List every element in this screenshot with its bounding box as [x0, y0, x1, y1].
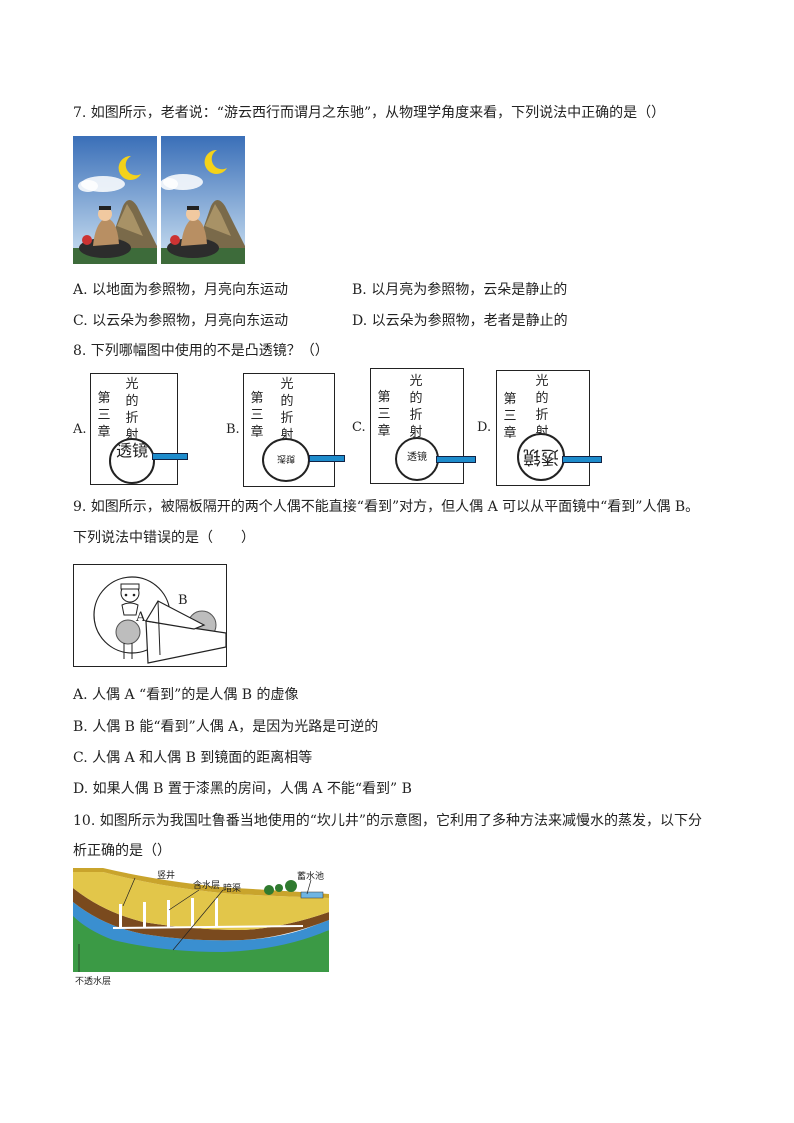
q10-stem-line2: 析正确的是（） — [73, 843, 171, 859]
q7-stem: 7. 如图所示，老者说：“游云西行而谓月之东驰”，从物理学角度来看，下列说法中正… — [73, 105, 666, 121]
q7-option-d: D. 以云朵为参照物，老者是静止的 — [352, 313, 568, 329]
q8-label-b: B. — [226, 422, 240, 437]
q8-book-c: 第三章 光的折射 透镜 — [370, 368, 464, 484]
q8-label-d: D. — [477, 420, 492, 435]
magnifier-handle-a — [152, 453, 188, 460]
q9-option-b: B. 人偶 B 能“看到”人偶 A，是因为光路是可逆的 — [73, 719, 379, 735]
magnifier-handle-c — [436, 456, 476, 463]
q10-figure: 竖井 含水层 暗渠 蓄水池 不透水层 — [73, 868, 329, 988]
q7-figure-right — [161, 136, 245, 264]
q7-option-b: B. 以月亮为参照物，云朵是静止的 — [352, 282, 568, 298]
q10-label-pond: 蓄水池 — [297, 872, 325, 882]
q8-book-b: 第三章 光的折射 透镜 — [243, 373, 335, 487]
magnifier-handle-b — [309, 455, 345, 462]
q9-option-c: C. 人偶 A 和人偶 B 到镜面的距离相等 — [73, 750, 313, 766]
magnifier-handle-d — [562, 456, 602, 463]
q7-figure-left — [73, 136, 157, 264]
magnifier-lens-a: 透镜 — [109, 438, 155, 484]
q9-option-d: D. 如果人偶 B 置于漆黑的房间，人偶 A 不能“看到” B — [73, 781, 412, 797]
q9-stem-line2: 下列说法中错误的是（ ） — [73, 530, 255, 546]
q8-stem: 8. 下列哪幅图中使用的不是凸透镜？（） — [73, 343, 329, 359]
magnifier-lens-d: 透镜 — [517, 433, 565, 481]
q10-label-channel: 暗渠 — [223, 884, 242, 894]
q10-label-aquifer: 含水层 — [193, 881, 221, 891]
q7-option-a: A. 以地面为参照物，月亮向东运动 — [73, 282, 289, 298]
q7-option-c: C. 以云朵为参照物，月亮向东运动 — [73, 313, 289, 329]
q10-label-impermeable: 不透水层 — [75, 977, 112, 987]
q8-book-d: 第三章 光的折射 透镜 — [496, 370, 590, 486]
moon-shape — [118, 155, 141, 180]
magnifier-lens-b: 透镜 — [262, 438, 310, 482]
q9-label-b: B — [178, 593, 188, 608]
q9-figure: A B — [73, 564, 227, 667]
q9-label-a: A — [136, 610, 146, 625]
q9-option-a: A. 人偶 A “看到”的是人偶 B 的虚像 — [73, 687, 299, 703]
magnifier-lens-c: 透镜 — [395, 437, 439, 481]
q8-label-c: C. — [352, 420, 366, 435]
q8-book-a: 第三章 光的折射 透镜 — [90, 373, 178, 485]
q9-stem-line1: 9. 如图所示，被隔板隔开的两个人偶不能直接“看到”对方，但人偶 A 可以从平面… — [73, 499, 700, 515]
q10-stem-line1: 10. 如图所示为我国吐鲁番当地使用的“坎儿井”的示意图，它利用了多种方法来减慢… — [73, 813, 703, 829]
q8-label-a: A. — [73, 422, 87, 437]
q10-label-shaft: 竖井 — [157, 871, 176, 881]
